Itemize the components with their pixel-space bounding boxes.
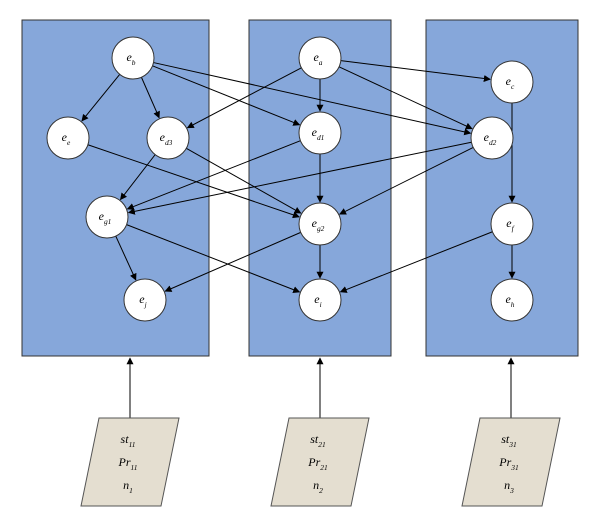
node-label-ec: ec [506,74,515,91]
input-line-in2-0: st21 [310,432,325,449]
node-eb: eb [111,36,155,80]
edge-ed1-to-eg1 [126,140,301,210]
node-circle-ed3 [146,116,190,160]
node-circle-ed2 [470,116,514,160]
node-circle-ed1 [298,111,342,155]
node-ed3: ed3 [146,116,190,160]
node-label-ej: ej [139,292,146,309]
node-label-eh: eh [505,292,514,309]
node-label-ee: ee [62,130,71,147]
node-label-ef: ef [506,216,514,233]
input-line-in1-1: Pr11 [118,455,138,472]
edge-ed3-to-eg1 [120,154,156,201]
edge-eb-to-ed1 [152,65,301,126]
node-ei: ei [298,278,342,322]
node-circle-ee [46,116,90,160]
edge-ed2-to-eg2 [339,146,474,215]
edge-ed2-to-eg1 [127,141,472,215]
edge-ed3-to-eg2 [186,147,302,214]
input-line-in3-0: st31 [501,432,516,449]
input-parallelogram-in3 [461,417,561,507]
input-line-in1-2: n1 [123,478,133,495]
node-label-eg2: eg2 [312,216,325,233]
edge-ef-to-ei [339,231,493,293]
edge-ea-to-ed2 [338,66,473,130]
edge-eg1-to-ei [126,224,301,293]
input-line-in2-1: Pr21 [307,455,327,472]
node-circle-eg2 [298,202,342,246]
node-eh: eh [490,278,534,322]
node-circle-ei [298,278,342,322]
node-label-eg1: eg1 [99,209,112,226]
node-ec: ec [490,60,534,104]
node-circle-eh [490,278,534,322]
node-circle-eb [111,36,155,80]
input-parallelogram-in2 [270,417,370,507]
node-label-ea: ea [313,50,322,67]
node-ea: ea [298,36,342,80]
node-circle-ej [123,278,167,322]
edge-ea-to-ec [340,60,491,82]
node-ef: ef [490,202,534,246]
edge-eg1-to-ej [115,235,137,281]
node-eg1: eg1 [85,195,129,239]
input-parallelogram-in1 [80,417,180,507]
node-label-eb: eb [126,50,135,67]
edge-eg2-to-ej [164,231,301,292]
node-label-ed1: ed1 [312,125,325,142]
node-ed1: ed1 [298,111,342,155]
edge-eb-to-ed2 [153,62,472,136]
node-circle-ea [298,36,342,80]
input-line-in1-0: st11 [121,432,136,449]
input-line-in3-2: n3 [504,478,514,495]
node-label-ed3: ed3 [160,130,173,147]
edge-eb-to-ed3 [140,77,160,119]
node-eg2: eg2 [298,202,342,246]
input-line-in3-1: Pr31 [498,455,518,472]
node-circle-ec [490,60,534,104]
node-circle-ef [490,202,534,246]
edge-ee-to-eg2 [87,144,300,219]
node-ed2: ed2 [470,116,514,160]
node-ej: ej [123,278,167,322]
edge-eb-to-ee [81,73,121,122]
edge-ea-to-ed3 [186,67,302,129]
node-label-ei: ei [314,292,321,309]
node-circle-eg1 [85,195,129,239]
node-label-ed2: ed2 [484,130,497,147]
input-line-in2-2: n2 [313,478,323,495]
node-ee: ee [46,116,90,160]
